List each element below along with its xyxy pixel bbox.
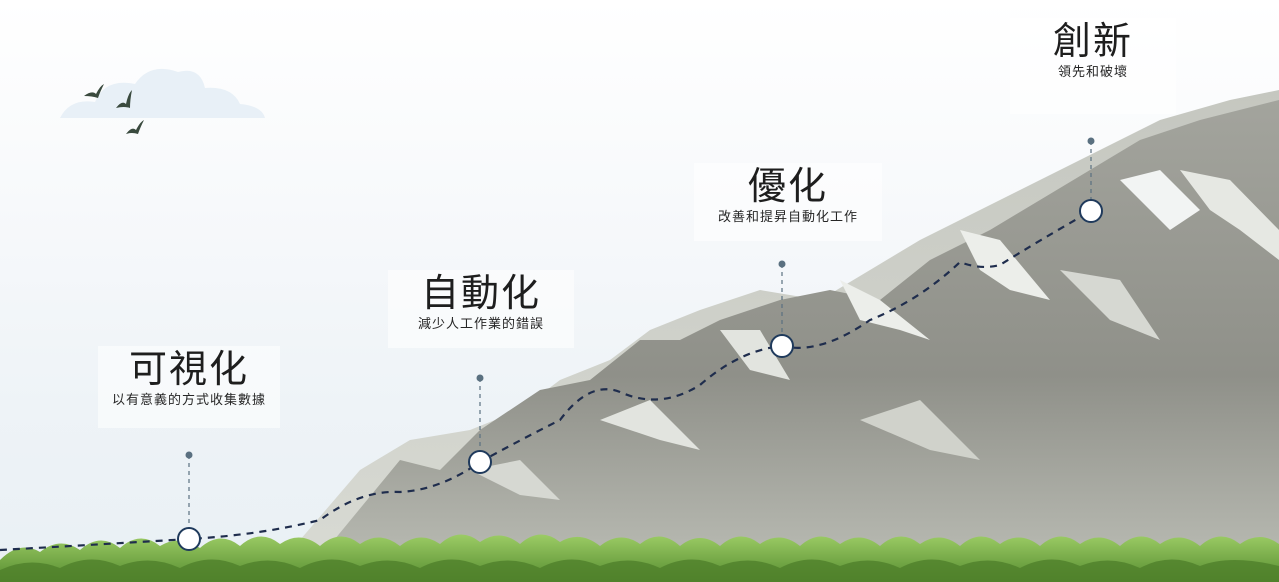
milestone-subtitle: 領先和破壞 — [1057, 65, 1128, 80]
milestone-label-visualize: 可視化 以有意義的方式收集數據 — [98, 346, 280, 428]
grass-icon — [0, 534, 1279, 582]
milestone-marker-2 — [468, 374, 492, 474]
milestone-label-automate: 自動化 減少人工作業的錯誤 — [388, 270, 574, 348]
milestone-title: 優化 — [747, 164, 828, 208]
milestone-marker-3 — [770, 260, 794, 358]
milestone-subtitle: 減少人工作業的錯誤 — [417, 317, 544, 332]
milestone-title: 可視化 — [128, 347, 249, 391]
milestone-title: 創新 — [1052, 19, 1133, 63]
milestone-label-optimize: 優化 改善和提昇自動化工作 — [694, 163, 882, 241]
bird-icon — [84, 84, 144, 134]
mountain-icon — [300, 90, 1279, 560]
milestone-subtitle: 以有意義的方式收集數據 — [111, 393, 266, 408]
cloud-icon — [60, 68, 265, 118]
milestone-marker-1 — [177, 451, 201, 551]
milestone-title: 自動化 — [420, 271, 541, 315]
milestone-label-innovate: 創新 領先和破壞 — [1010, 18, 1176, 114]
milestone-subtitle: 改善和提昇自動化工作 — [717, 210, 858, 225]
milestone-marker-4 — [1079, 137, 1103, 223]
journey-path — [0, 210, 1092, 552]
